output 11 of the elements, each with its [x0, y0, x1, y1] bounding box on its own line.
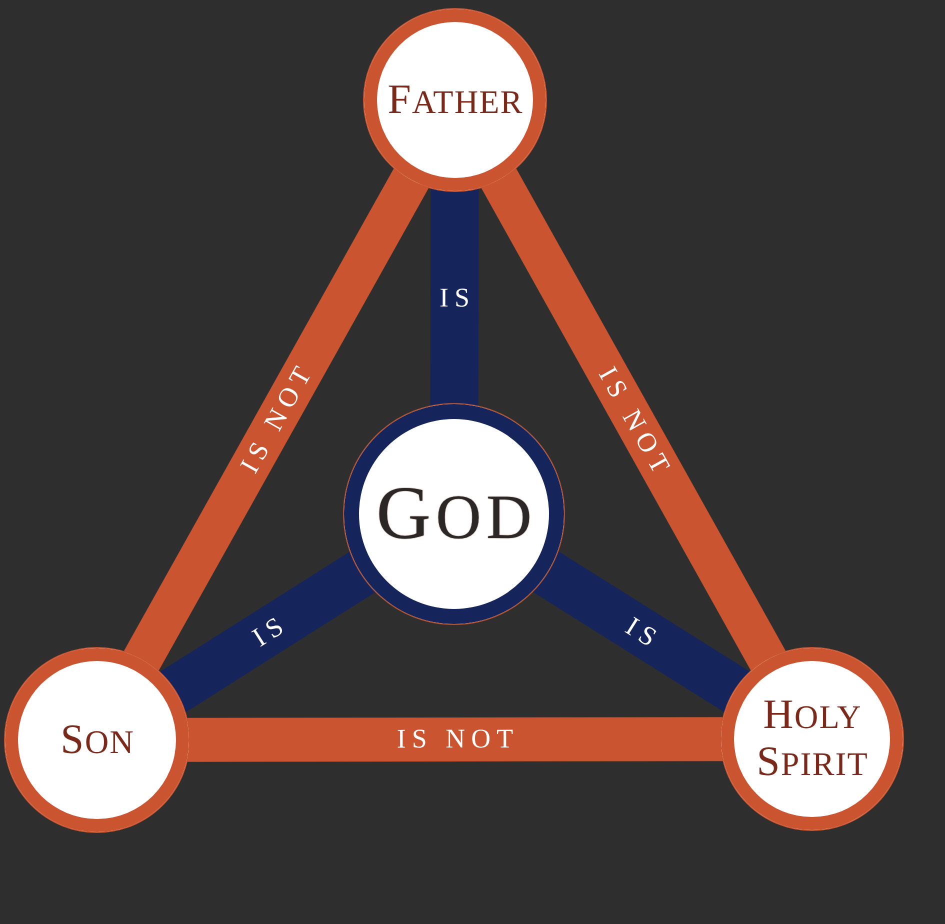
circle-label: FATHER	[386, 76, 524, 124]
circle-label: GOD	[375, 472, 537, 556]
connector-band	[124, 168, 429, 670]
edge-label: IS NOT	[396, 726, 520, 754]
circle-label: HOLY SPIRIT	[756, 692, 870, 786]
circle-label: SON	[60, 716, 134, 764]
edge-label: IS	[438, 284, 476, 311]
edge-label: IS	[620, 609, 666, 654]
connector-band	[187, 717, 723, 762]
connector-band	[481, 168, 786, 670]
edge-label: IS	[246, 609, 293, 654]
